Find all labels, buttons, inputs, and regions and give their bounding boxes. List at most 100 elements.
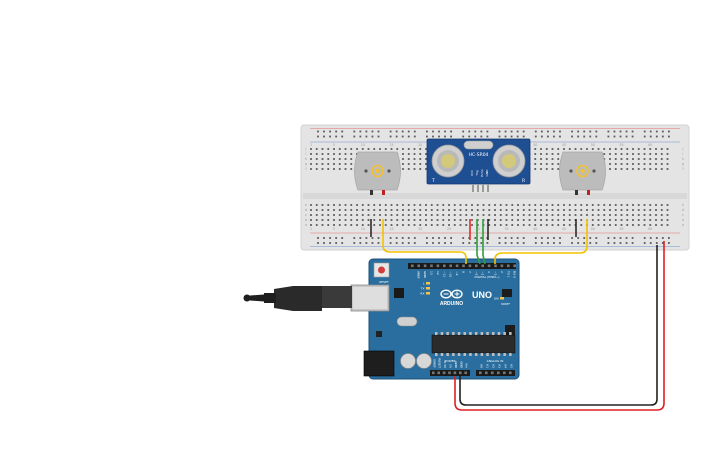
wire-green-trig[interactable]: [476, 219, 481, 265]
breadboard-hole: [568, 219, 571, 221]
wire-yellow-right-motor[interactable]: [494, 219, 588, 264]
breadboard-hole: [425, 153, 427, 155]
breadboard-hole: [419, 153, 422, 155]
transducer-core: [502, 154, 516, 168]
rail-hole: [655, 237, 658, 239]
header-hole: [494, 264, 497, 268]
rail-hole: [661, 130, 664, 133]
breadboard-hole: [338, 219, 341, 221]
chip-pin: [497, 332, 501, 335]
breadboard-hole: [666, 204, 669, 206]
breadboard-column-label: 1: [310, 143, 312, 147]
rail-hole: [661, 237, 664, 239]
header-hole: [487, 264, 491, 268]
rail-hole: [619, 135, 622, 138]
digital-pin-label: ~6: [474, 271, 478, 276]
breadboard-hole: [373, 209, 376, 211]
breadboard-hole: [327, 158, 330, 160]
breadboard-hole: [338, 153, 341, 155]
digital-pin-label: GND: [423, 271, 427, 279]
breadboard-hole: [333, 214, 335, 216]
breadboard-hole: [384, 148, 387, 150]
breadboard-hole: [338, 204, 341, 206]
power-pin-label: GND: [459, 361, 463, 369]
rail-hole: [359, 135, 362, 138]
breadboard-hole: [655, 224, 657, 226]
breadboard-hole: [540, 214, 542, 216]
rail-hole: [389, 135, 392, 138]
breadboard-hole: [367, 204, 370, 206]
header-hole: [459, 371, 462, 375]
wire-red-5v[interactable]: [454, 241, 665, 411]
breadboard-hole: [465, 204, 468, 206]
chip-pin: [492, 332, 495, 335]
chip-pin: [446, 332, 449, 335]
breadboard-hole: [338, 214, 341, 216]
rail-hole: [607, 130, 610, 133]
breadboard-row-label: a: [305, 223, 307, 227]
breadboard-hole: [402, 214, 404, 216]
breadboard-hole: [614, 209, 617, 211]
usb-cable[interactable]: [243, 286, 353, 311]
breadboard-hole: [327, 204, 330, 206]
rail-hole: [365, 237, 368, 239]
chip-pin: [474, 332, 478, 335]
reset-button[interactable]: [378, 266, 385, 274]
breadboard-column-label: 20: [418, 227, 422, 231]
rail-hole: [359, 237, 362, 239]
breadboard-hole: [442, 214, 445, 216]
dc-motor-left[interactable]: [354, 151, 401, 195]
breadboard-hole: [574, 209, 577, 211]
breadboard-hole: [643, 163, 646, 165]
breadboard-hole: [637, 224, 640, 226]
breadboard-hole: [637, 204, 640, 206]
breadboard-row-label: h: [305, 157, 307, 161]
breadboard-hole: [551, 209, 554, 211]
breadboard-hole: [620, 153, 623, 155]
rail-hole: [365, 135, 368, 138]
rail-hole: [371, 242, 374, 244]
breadboard-hole: [430, 214, 433, 216]
breadboard-hole: [643, 158, 646, 160]
rail-hole: [498, 237, 501, 239]
breadboard-hole: [591, 204, 594, 206]
breadboard-hole: [649, 168, 652, 170]
rail-hole: [468, 135, 471, 138]
breadboard-hole: [632, 163, 634, 165]
rail-hole: [589, 135, 592, 138]
logo-loop-left: [440, 289, 452, 299]
rail-hole: [595, 242, 598, 244]
rail-hole: [438, 237, 440, 239]
breadboard-hole: [436, 224, 439, 226]
motor-screw: [569, 169, 573, 173]
rail-hole: [661, 242, 664, 244]
breadboard-hole: [649, 148, 652, 150]
rail-hole: [522, 237, 525, 239]
breadboard-hole: [373, 214, 376, 216]
breadboard-hole: [344, 204, 347, 206]
status-led: [426, 287, 430, 290]
rail-hole: [335, 242, 338, 244]
breadboard-hole: [517, 204, 519, 206]
digital-pin-label: ~5: [481, 271, 485, 276]
breadboard-hole: [436, 204, 439, 206]
breadboard-hole: [551, 153, 554, 155]
wire-green-echo[interactable]: [482, 219, 486, 265]
header-hole: [464, 371, 467, 375]
breadboard-hole: [655, 219, 657, 221]
motor-shaft-gear: [371, 164, 384, 178]
digital-pin-label: ~3: [494, 271, 498, 276]
wire-black-gnd[interactable]: [459, 245, 658, 406]
breadboard-hole: [396, 214, 399, 216]
wire-yellow-left-motor[interactable]: [382, 219, 467, 264]
rail-hole: [395, 135, 398, 138]
breadboard-hole: [620, 224, 623, 226]
header-hole: [462, 264, 465, 268]
rail-hole: [571, 135, 573, 138]
dc-motor-right[interactable]: [559, 151, 606, 195]
breadboard-hole: [367, 224, 370, 226]
chip-pin: [469, 332, 472, 335]
